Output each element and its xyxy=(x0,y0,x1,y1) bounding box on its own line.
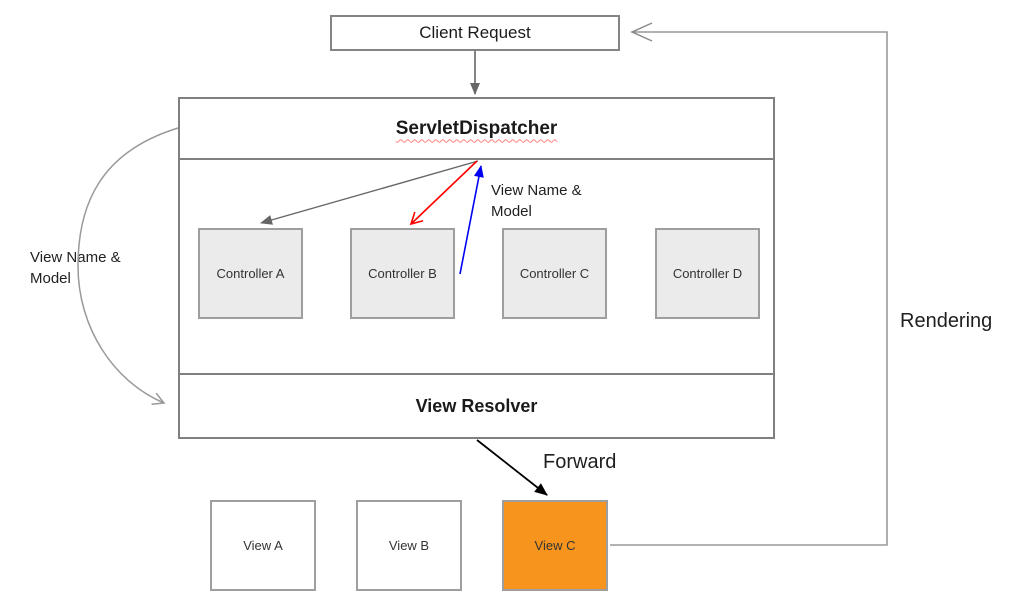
view-c-node: View C xyxy=(502,500,608,591)
controller-c-label: Controller C xyxy=(519,266,590,281)
view-resolver-label: View Resolver xyxy=(415,395,538,416)
resolver-to-view-c-forward-arrow xyxy=(476,439,548,496)
view-b-label: View B xyxy=(388,538,430,553)
controller-d-label: Controller D xyxy=(672,266,743,281)
controller-b-node: Controller B xyxy=(350,228,455,319)
controller-c-node: Controller C xyxy=(502,228,607,319)
view-resolver-node: View Resolver xyxy=(178,373,775,439)
servlet-dispatcher-label: ServletDispatcher xyxy=(395,117,558,139)
view-name-model-left-label: View Name & Model xyxy=(30,249,121,287)
view-a-node: View A xyxy=(210,500,316,591)
client-request-node: Client Request xyxy=(330,15,620,51)
controller-d-node: Controller D xyxy=(655,228,760,319)
controller-a-node: Controller A xyxy=(198,228,303,319)
view-b-node: View B xyxy=(356,500,462,591)
view-name-model-right-label: View Name & Model xyxy=(491,182,582,220)
servlet-dispatcher-node: ServletDispatcher xyxy=(178,97,775,160)
view-a-label: View A xyxy=(243,538,283,553)
controller-a-label: Controller A xyxy=(216,266,285,281)
client-request-label: Client Request xyxy=(419,23,531,42)
forward-label: Forward xyxy=(543,451,617,473)
view-c-label: View C xyxy=(534,538,576,553)
rendering-label: Rendering xyxy=(900,310,993,332)
controller-b-label: Controller B xyxy=(368,266,437,281)
